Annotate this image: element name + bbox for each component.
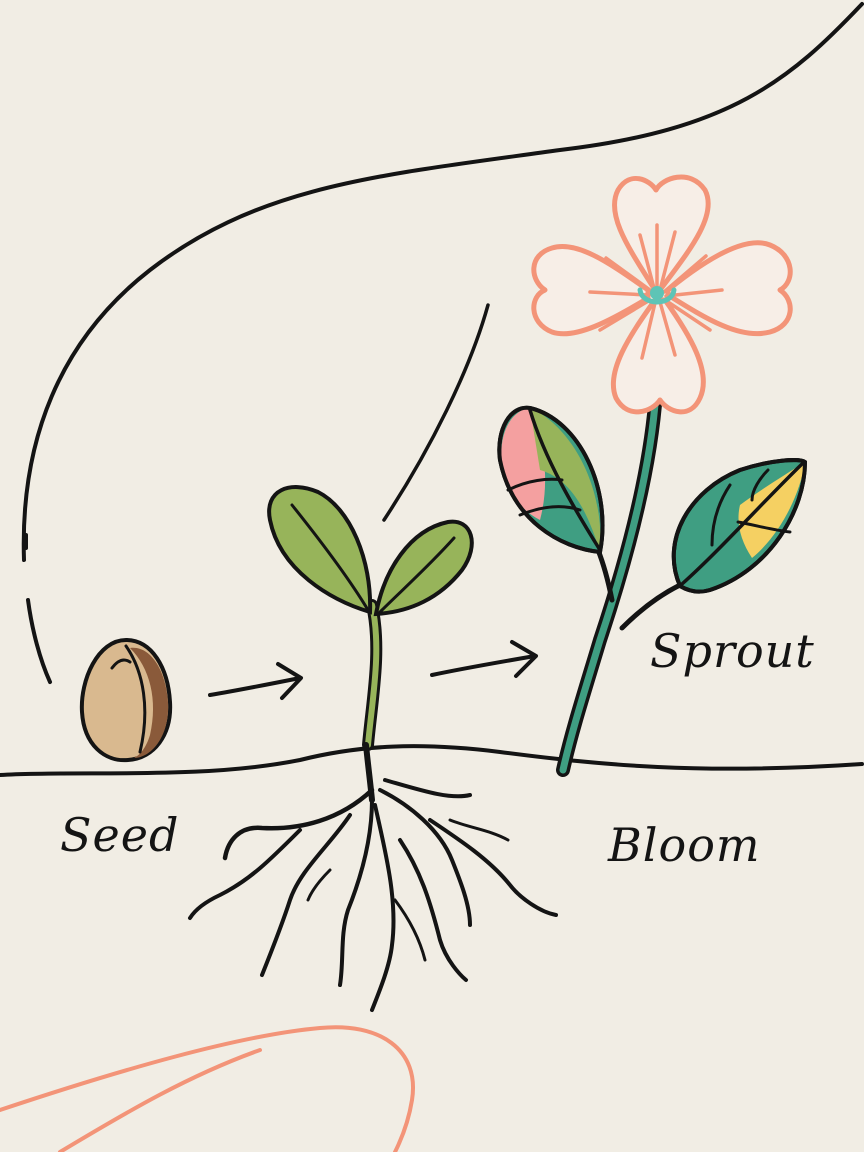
decorative-coral-line (58, 1048, 262, 1152)
label-bloom: Bloom (608, 818, 761, 872)
ground-line (0, 744, 864, 777)
sprout-icon (267, 485, 474, 751)
seed-icon (79, 637, 173, 763)
decorative-stroke (382, 303, 490, 522)
roots-icon (188, 742, 558, 1012)
decorative-curve-tail (26, 598, 52, 684)
decorative-coral-loop (0, 1025, 416, 1152)
flower-icon (497, 174, 808, 777)
label-sprout: Sprout (650, 624, 815, 678)
arrow-right-icon (430, 640, 538, 678)
decorative-curve (21, 2, 864, 562)
label-seed: Seed (60, 808, 180, 862)
arrow-right-icon (208, 662, 303, 700)
